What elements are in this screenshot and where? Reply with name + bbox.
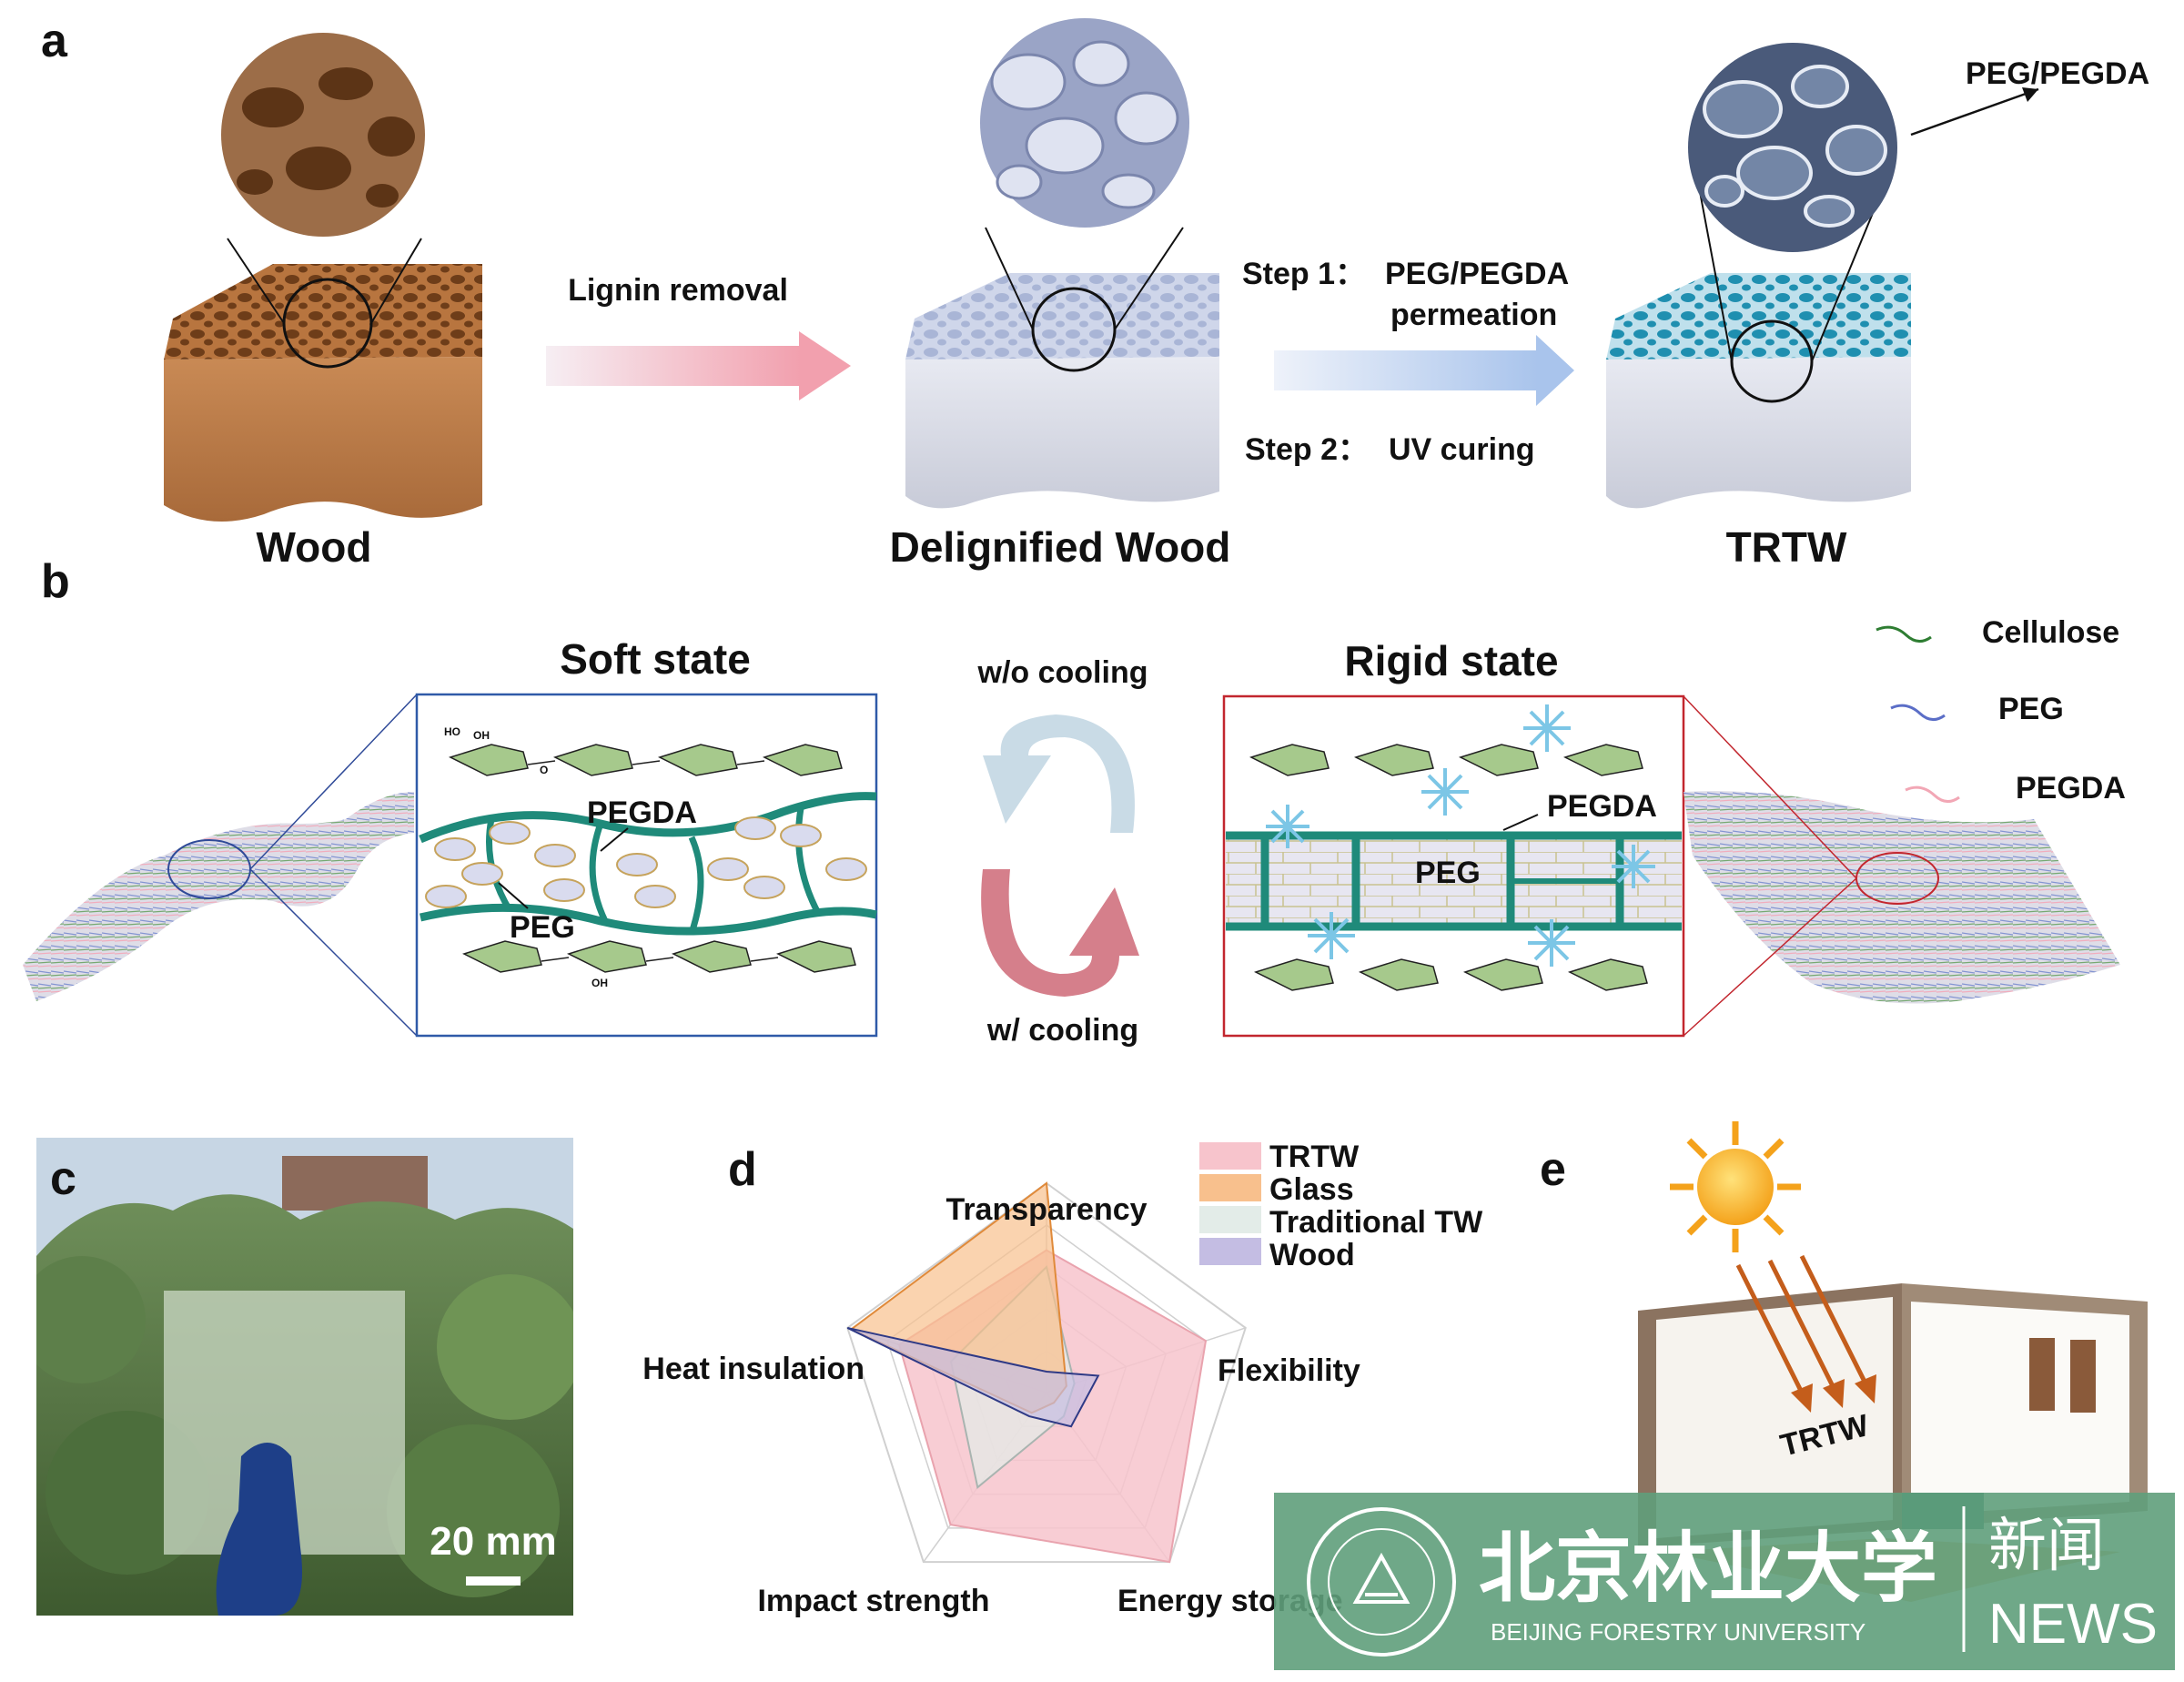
watermark-chinese-name: 北京林业大学 [1479,1525,1937,1611]
cycle-arrow-lower [981,869,1139,997]
snowflake-icons [1266,704,1655,967]
panel-a-letter: a [41,15,68,67]
soft-ho-label-1: HO [444,725,460,738]
rigid-pegda-pointer [1502,814,1539,831]
legend-line-peg [1890,704,1946,721]
scale-bar [466,1576,521,1586]
watermark-english-name: BEIJING FORESTRY UNIVERSITY [1491,1618,1866,1646]
soft-oh-label-2: OH [592,977,608,989]
rigid-fiber-mat [1683,695,2120,1037]
panel-b-legend: Cellulose PEG PEGDA [1876,615,2126,806]
soft-pegda-pointer [600,827,629,852]
radar-grid-ring [846,1181,1247,1564]
snowflake-icon [1528,919,1575,967]
legend-swatch-traditional-tw [1199,1206,1261,1233]
step2-desc: UV curing [1389,432,1535,467]
radar-legend: TRTW Glass Traditional TW Wood [1199,1140,1483,1272]
legend-label-peg: PEG [1998,692,2064,726]
panel-b-letter: b [41,555,70,608]
legend-label-pegda: PEGDA [2016,771,2126,806]
wood-label: Wood [257,523,372,571]
axis-label-flexibility: Flexibility [1218,1353,1360,1388]
legend-line-cellulose [1876,625,1932,643]
step1-desc-line2: permeation [1390,298,1557,332]
soft-peg-domains [425,816,867,908]
watermark-news-en: NEWS [1988,1593,2158,1656]
step1-desc-line1: PEG/PEGDA [1385,257,1569,291]
legend-label-traditional-tw: Traditional TW [1269,1205,1483,1240]
legend-swatch-glass [1199,1174,1261,1201]
legend-label-wood: Wood [1269,1238,1355,1272]
lignin-removal-label: Lignin removal [568,273,788,308]
soft-cellulose-top-chain [448,744,843,776]
axis-label-transparency: Transparency [945,1192,1147,1227]
watermark-news-cn: 新闻 [1988,1513,2105,1578]
rigid-cellulose-top-chain [1249,744,1643,776]
step-arrow-shaft [1274,350,1538,390]
peg-pegda-callout-line [1910,87,2039,137]
snowflake-icon [1523,704,1571,752]
without-cooling-label: w/o cooling [977,655,1148,690]
snowflake-icon [1612,845,1655,888]
sunlight-arrows [1735,1254,1876,1413]
wood-block [164,238,482,522]
snowflake-icon [1421,768,1469,816]
delignified-magnified-circle [980,18,1189,228]
soft-peg-pointer [498,882,529,909]
snowflake-icon [1266,805,1309,848]
step-arrow-head [1536,335,1574,406]
cycle-arrow-upper [983,714,1135,833]
panel-e-letter: e [1540,1143,1566,1196]
rigid-pegda-label: PEGDA [1547,789,1657,824]
panel-d-letter: d [728,1143,757,1196]
trtw-block [1606,181,1911,509]
legend-label-trtw: TRTW [1269,1140,1360,1174]
photo-transparent-wood [36,1138,573,1616]
panel-c-letter: c [50,1152,76,1205]
wood-magnified-circle [221,33,425,237]
soft-state-box: OH HO O OH PEGDA PEG [415,693,878,1038]
legend-label-glass: Glass [1269,1172,1354,1207]
with-cooling-label: w/ cooling [986,1013,1138,1048]
soft-fiber-mat [23,694,418,1037]
snowflake-icon [1308,912,1355,959]
legend-swatch-wood [1199,1238,1261,1265]
soft-cellulose-bottom-chain [461,940,856,973]
step2-label: Step 2： [1245,432,1369,467]
step1-label: Step 1： [1242,257,1366,291]
lignin-arrow-head [799,331,851,400]
soft-state-title: Soft state [560,635,751,683]
soft-oh-label-1: OH [473,729,490,742]
radar-axis-labels: Transparency Flexibility Energy storage … [642,1192,1360,1618]
rigid-state-box: PEGDA PEG [1222,694,1685,1038]
trtw-magnified-circle [1688,43,1897,252]
delignified-label: Delignified Wood [890,523,1231,571]
radar-series-wood [846,1326,1100,1428]
sun-icon [1670,1121,1801,1252]
trtw-label: TRTW [1726,523,1847,571]
soft-o-label-1: O [540,764,548,776]
soft-pegda-label: PEGDA [587,795,697,830]
delignified-block [905,227,1219,509]
rigid-peg-label: PEG [1415,856,1481,890]
legend-line-pegda [1905,785,1960,803]
axis-label-impact-strength: Impact strength [757,1584,989,1618]
bfu-news-watermark: 北京林业大学 BEIJING FORESTRY UNIVERSITY 新闻 NE… [1274,1493,2175,1670]
lignin-arrow-shaft [546,346,801,386]
soft-peg-label: PEG [510,910,575,945]
axis-label-heat-insulation: Heat insulation [642,1352,864,1386]
rigid-state-title: Rigid state [1344,637,1558,684]
university-seal [1307,1507,1456,1657]
legend-swatch-trtw [1199,1142,1261,1170]
scale-bar-label: 20 mm [430,1519,556,1564]
peg-pegda-callout-label: PEG/PEGDA [1966,56,2149,91]
peg-pegda-callout-arrowhead [2022,87,2038,102]
radar-chart [846,1181,1247,1564]
rigid-cellulose-bottom-chain [1253,958,1648,991]
legend-label-cellulose: Cellulose [1982,615,2119,650]
